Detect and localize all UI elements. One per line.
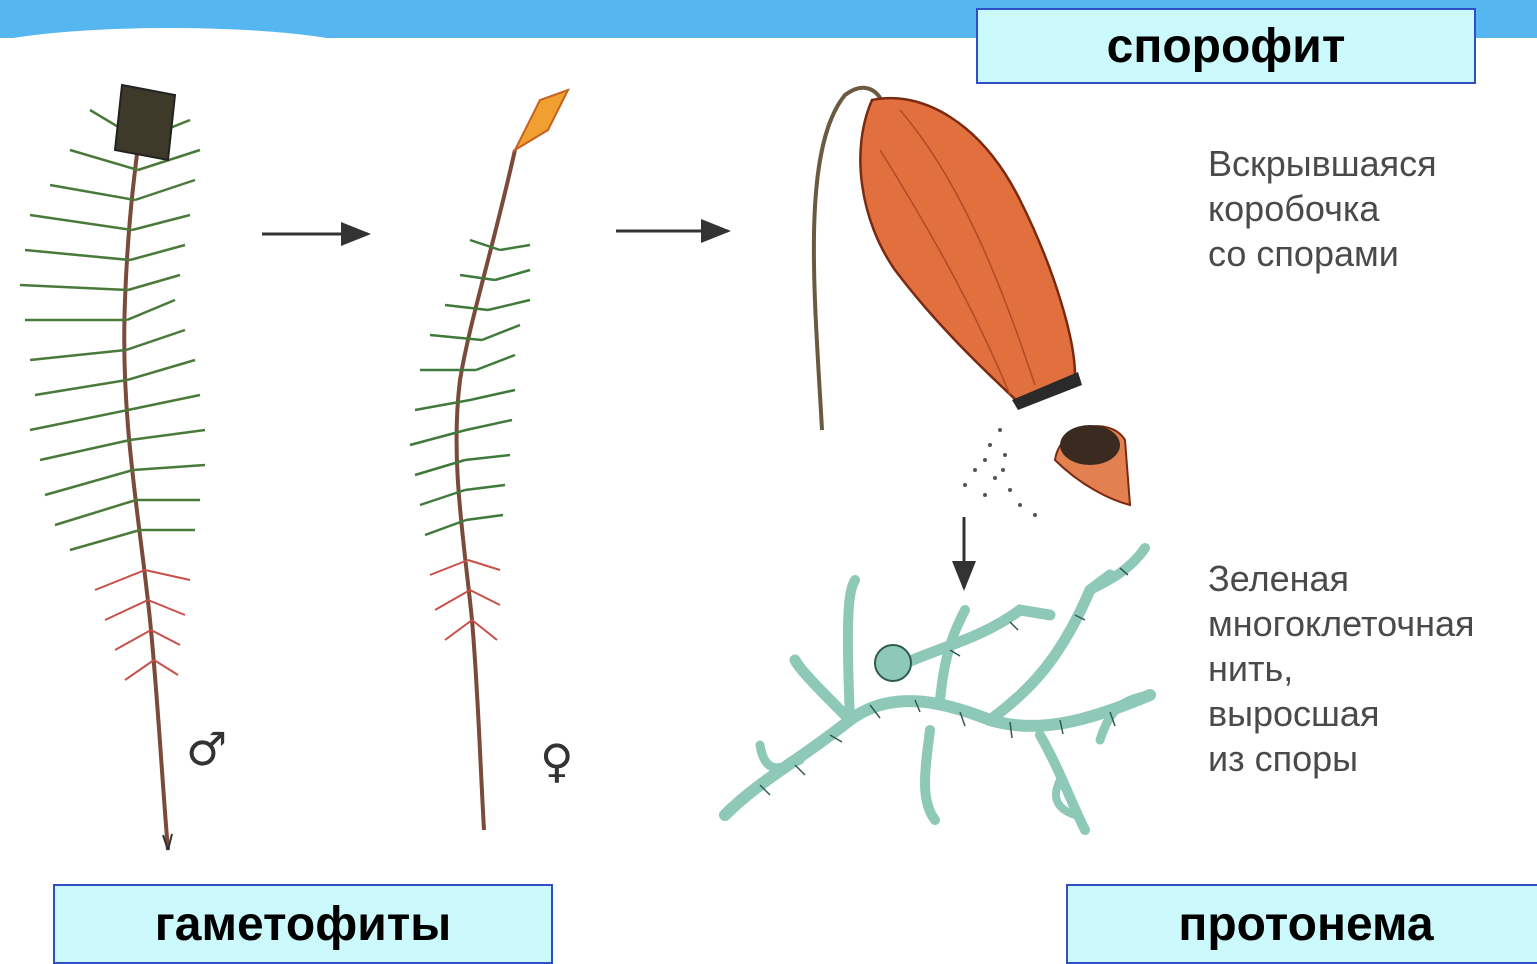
capsule-caption: Вскрывшаяся коробочка со спорами <box>1208 141 1437 276</box>
sporophyte-capsule <box>814 88 1130 517</box>
female-gametophyte <box>410 90 568 830</box>
protonema-caption-line-3: нить, <box>1208 646 1474 691</box>
capsule-lid-opening <box>1060 425 1120 465</box>
sporophyte-label: спорофит <box>976 8 1476 84</box>
protonema-caption-line-2: многоклеточная <box>1208 601 1474 646</box>
protonema-caption-line-5: из споры <box>1208 736 1474 781</box>
male-gametophyte <box>20 85 205 850</box>
capsule-caption-line-1: Вскрывшаяся <box>1208 141 1437 186</box>
male-head <box>115 85 175 160</box>
spores <box>963 428 1037 517</box>
protonema-caption: Зеленая многоклеточная нить, выросшая из… <box>1208 556 1474 781</box>
protonema-spore-origin <box>875 645 911 681</box>
female-leaves <box>410 240 530 535</box>
capsule-caption-line-3: со спорами <box>1208 231 1437 276</box>
male-leaves <box>20 110 205 550</box>
protonema-caption-line-1: Зеленая <box>1208 556 1474 601</box>
protonema-label: протонема <box>1066 884 1537 964</box>
male-symbol-icon: ♂ <box>186 722 227 776</box>
female-symbol-icon: ♀ <box>540 734 574 788</box>
male-lower-leaves <box>95 570 190 680</box>
capsule-body <box>860 98 1075 402</box>
capsule-caption-line-2: коробочка <box>1208 186 1437 231</box>
gametophytes-label: гаметофиты <box>53 884 553 964</box>
protonema-filaments <box>725 548 1150 830</box>
protonema-caption-line-4: выросшая <box>1208 691 1474 736</box>
female-capsule-cap <box>515 90 568 150</box>
